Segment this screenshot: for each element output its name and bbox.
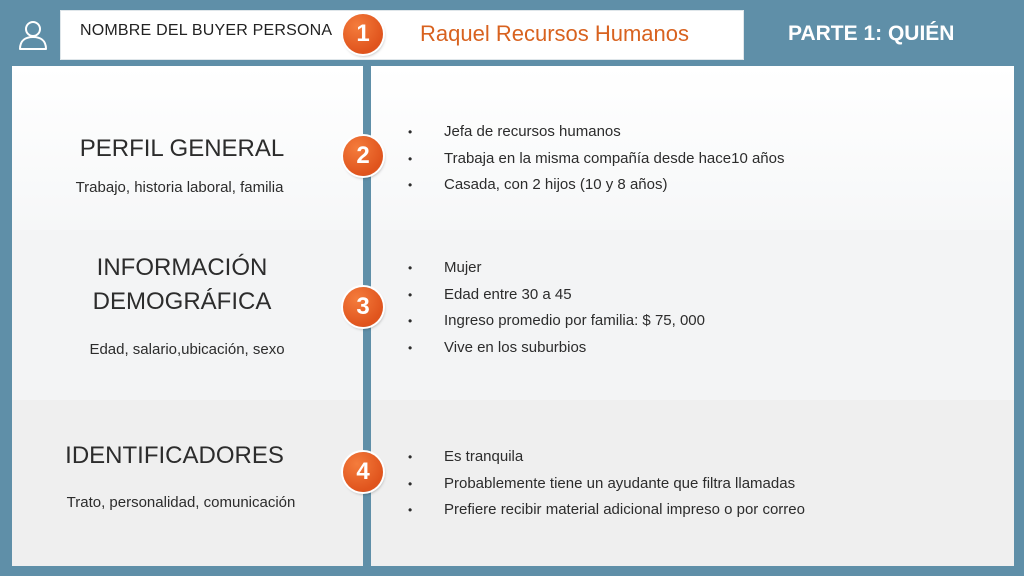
list-item: •Vive en los suburbios <box>408 338 587 356</box>
step-badge-2: 2 <box>343 136 383 176</box>
section-band-demographics <box>12 230 1014 400</box>
bullet-list-identifiers: •Es tranquila •Probablemente tiene un ay… <box>408 444 805 524</box>
step-badge-4: 4 <box>343 452 383 492</box>
buyer-name-box <box>60 10 744 60</box>
section-subtitle-profile: Trabajo, historia laboral, familia <box>75 179 284 196</box>
list-item: •Es tranquila <box>408 448 524 465</box>
buyer-persona-label: NOMBRE DEL BUYER PERSONA <box>80 22 333 39</box>
step-badge-1: 1 <box>343 14 383 54</box>
user-icon <box>19 21 47 50</box>
persona-card: PERFIL GENERAL Trabajo, historia laboral… <box>12 66 1014 566</box>
list-item: •Probablemente tiene un ayudante que fil… <box>408 474 796 492</box>
part-title: PARTE 1: QUIÉN <box>788 22 955 45</box>
bullet-list-demographics: •Mujer •Edad entre 30 a 45 •Ingreso prom… <box>408 255 705 361</box>
section-subtitle-demographics: Edad, salario,ubicación, sexo <box>89 341 285 358</box>
section-subtitle-identifiers: Trato, personalidad, comunicación <box>66 494 296 511</box>
list-item: •Mujer <box>408 259 482 276</box>
section-title-demographics: INFORMACIÓN DEMOGRÁFICA <box>92 254 272 315</box>
step-badge-3: 3 <box>343 287 383 327</box>
section-band-identifiers <box>12 400 1014 566</box>
section-band-profile <box>12 66 1014 230</box>
buyer-persona-name: Raquel Recursos Humanos <box>420 21 690 46</box>
list-item: •Trabaja en la misma compañía desde hace… <box>408 149 785 167</box>
list-item: •Ingreso promedio por familia: $ 75, 000 <box>408 312 705 329</box>
section-title-identifiers: IDENTIFICADORES <box>65 442 284 469</box>
list-item: •Jefa de recursos humanos <box>408 123 621 140</box>
list-item: •Prefiere recibir material adicional imp… <box>408 501 805 518</box>
list-item: •Edad entre 30 a 45 <box>408 285 572 303</box>
bullet-list-profile: •Jefa de recursos humanos •Trabaja en la… <box>408 119 784 199</box>
list-item: •Casada, con 2 hijos (10 y 8 años) <box>408 176 668 193</box>
section-title-profile: PERFIL GENERAL <box>79 135 285 162</box>
